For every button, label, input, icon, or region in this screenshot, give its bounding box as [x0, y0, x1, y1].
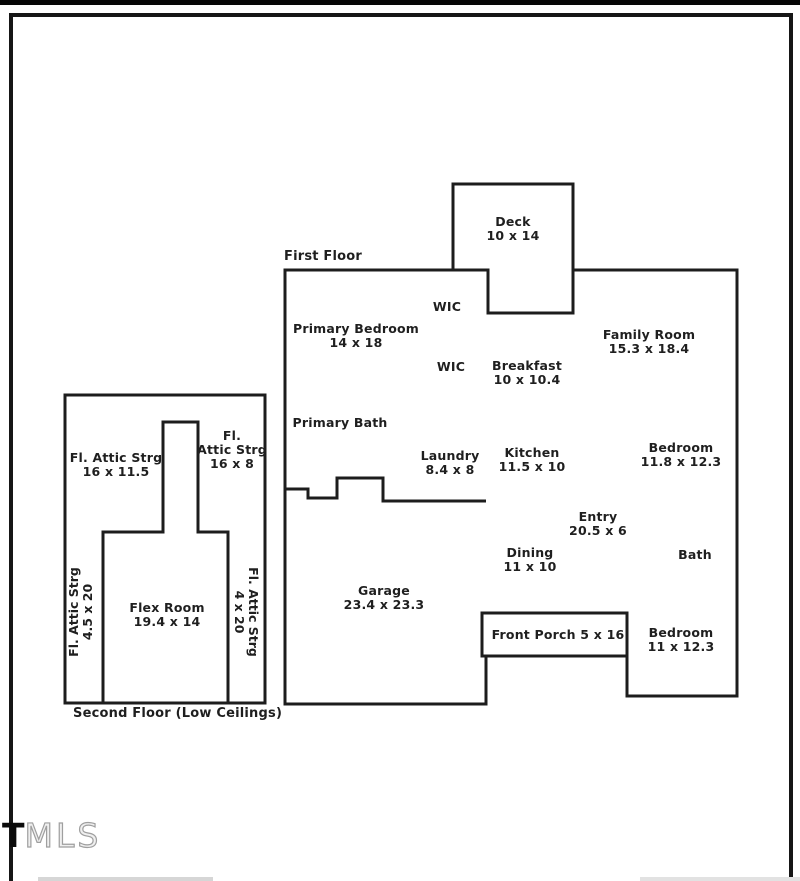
- second-floor-title: Second Floor (Low Ceilings): [73, 706, 283, 721]
- room-label-attic-right: Fl. Attic Strg 16 x 8: [197, 428, 267, 471]
- room-label-primary-bedroom: Primary Bedroom 14 x 18: [292, 321, 420, 350]
- tmls-watermark: TMLS: [2, 816, 102, 855]
- first-floor-outline: [283, 268, 739, 706]
- front-porch-outline: [480, 611, 629, 658]
- room-label-kitchen: Kitchen 11.5 x 10: [498, 445, 566, 474]
- second-floor-outline: [63, 393, 267, 705]
- garage-step-wall: [285, 476, 486, 503]
- room-label-laundry: Laundry 8.4 x 8: [420, 448, 480, 477]
- room-label-attic-side-left: Fl. Attic Strg 4.5 x 20: [66, 567, 95, 657]
- watermark-t: T: [2, 816, 25, 855]
- photo-border-frame: [9, 13, 793, 881]
- room-label-primary-bath: Primary Bath: [292, 415, 388, 430]
- room-label-dining: Dining 11 x 10: [503, 545, 557, 574]
- bottom-artifact-left: [38, 877, 213, 881]
- room-label-wic-lower: WIC: [436, 359, 466, 374]
- flex-room-outline: [101, 420, 230, 703]
- room-label-attic-side-right: Fl. Attic Strg 4 x 20: [232, 567, 261, 657]
- room-label-wic-upper: WIC: [432, 299, 462, 314]
- room-label-garage: Garage 23.4 x 23.3: [343, 583, 425, 612]
- watermark-mls: MLS: [24, 816, 102, 855]
- room-label-flex-room: Flex Room 19.4 x 14: [129, 600, 205, 629]
- room-label-front-porch: Front Porch 5 x 16: [491, 627, 625, 642]
- first-floor-title: First Floor: [284, 249, 363, 264]
- room-label-bedroom-lower: Bedroom 11 x 12.3: [647, 625, 715, 654]
- top-crop-bar: [0, 0, 800, 5]
- room-label-attic-left: Fl. Attic Strg 16 x 11.5: [69, 450, 163, 479]
- room-label-bedroom-upper: Bedroom 11.8 x 12.3: [640, 440, 722, 469]
- room-label-entry: Entry 20.5 x 6: [569, 509, 627, 538]
- bottom-artifact-right: [640, 877, 800, 881]
- room-label-breakfast: Breakfast 10 x 10.4: [491, 358, 563, 387]
- deck-outline: [451, 182, 575, 313]
- room-label-family-room: Family Room 15.3 x 18.4: [602, 327, 696, 356]
- room-label-deck: Deck 10 x 14: [486, 214, 540, 243]
- room-label-bath: Bath: [678, 547, 712, 562]
